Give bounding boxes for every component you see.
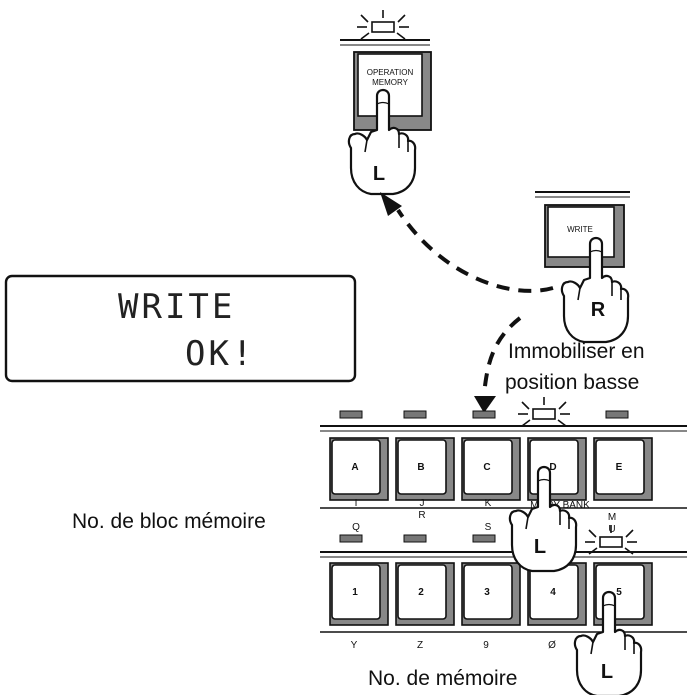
arrow-to-operation-memory (396, 208, 554, 293)
number-caption: No. de mémoire (368, 667, 517, 690)
bank-key-label: C (483, 462, 490, 473)
flow-arrows (380, 192, 554, 413)
right-hand-icon: R (560, 236, 630, 344)
lcd-line-2: OK! (185, 334, 255, 374)
bank-key-a[interactable]: A (329, 437, 389, 501)
operation-memory-button[interactable]: OPERATION MEMORY (353, 51, 432, 131)
left-hand-icon: L (508, 465, 578, 573)
memory-number-panel: 1 2 3 4 5Y Z 9 Ø (320, 524, 687, 651)
bank-sub-letter: J (420, 498, 425, 509)
memory-bank-label: MORY BANK (530, 500, 590, 511)
left-hand-icon: L (347, 88, 417, 196)
bank-key-c[interactable]: C (461, 437, 521, 501)
number-key-4[interactable]: 4 (527, 562, 587, 626)
number-key-label: 4 (550, 587, 556, 598)
number-key-label: 2 (418, 587, 424, 598)
hand-letter-bank: L (534, 536, 546, 558)
bank-sub-letter: K (485, 498, 492, 509)
lamp-lit-icon (584, 524, 638, 555)
number-sub-letter: Ø (548, 640, 556, 651)
memory-bank-sub-1: M (608, 512, 616, 523)
lamp-lit-icon (517, 396, 571, 427)
memory-bank-sub-2: U (608, 524, 615, 535)
number-key-2[interactable]: 2 (395, 562, 455, 626)
bank-key-d[interactable]: D (527, 437, 587, 501)
number-sub-letter: Y (351, 640, 358, 651)
arrow-head-up-icon (380, 192, 402, 216)
bank-key-label: B (417, 462, 424, 473)
number-key-1[interactable]: 1 (329, 562, 389, 626)
lcd-display: WRITE OK! (4, 274, 357, 383)
number-key-3[interactable]: 3 (461, 562, 521, 626)
write-button[interactable]: WRITE (544, 204, 625, 268)
bank-sub-letter: Q (352, 522, 360, 533)
bank-key-label: D (549, 462, 556, 473)
bank-sub-letter: I (355, 498, 358, 509)
bank-key-label: A (351, 462, 358, 473)
lcd-line-1: WRITE (118, 287, 235, 327)
bank-key-label: E (616, 462, 623, 473)
operation-memory-label-2: MEMORY (372, 78, 409, 87)
lamp-lit-icon (356, 9, 410, 40)
hold-caption-2: position basse (505, 371, 639, 394)
hand-letter-write: R (591, 299, 606, 321)
number-key-label: 5 (616, 587, 622, 598)
number-sub-letter: Z (417, 640, 423, 651)
number-sub-letter: 9 (483, 640, 489, 651)
bank-sub-letter: S (485, 522, 492, 533)
number-key-label: 3 (484, 587, 490, 598)
bank-key-e[interactable]: E (593, 437, 653, 501)
operation-memory-label-1: OPERATION (367, 68, 414, 77)
bank-sub-letter: R (418, 510, 425, 521)
memory-bank-panel: A B C D E I J K R Q S MORY BANK M U (320, 396, 687, 535)
number-key-label: 1 (352, 587, 358, 598)
arrow-to-bank (482, 316, 522, 396)
bank-caption: No. de bloc mémoire (72, 510, 266, 533)
operation-memory-group: OPERATION MEMORY L (340, 9, 432, 196)
write-group: WRITE R (535, 191, 630, 344)
hold-caption-1: Immobiliser en (508, 340, 645, 363)
left-hand-icon: L (573, 590, 643, 695)
arrow-head-down-icon (474, 396, 496, 413)
hand-letter-number: L (601, 661, 613, 683)
bank-key-b[interactable]: B (395, 437, 455, 501)
hand-letter-op-mem: L (373, 163, 385, 185)
write-label: WRITE (567, 225, 593, 234)
